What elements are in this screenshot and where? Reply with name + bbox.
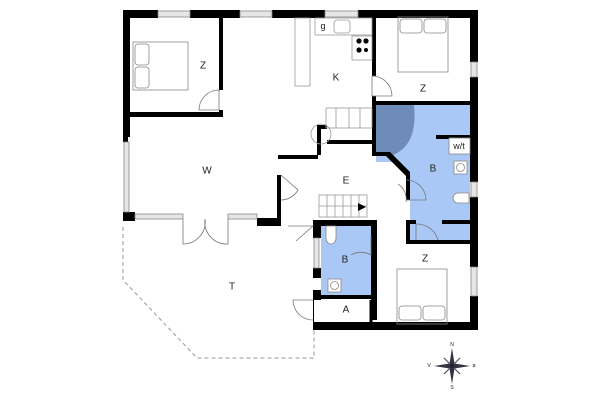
bathroom-fixtures xyxy=(325,137,471,293)
stair-arrow-icon xyxy=(358,203,366,211)
compass-south: S xyxy=(450,385,454,391)
terrace-outline xyxy=(122,227,315,359)
room-label-bathroom-large: B xyxy=(429,163,437,175)
compass-west: V xyxy=(427,363,431,369)
beds xyxy=(132,16,449,325)
windows xyxy=(123,10,478,297)
kitchen-fixtures xyxy=(294,17,373,145)
compass-icon xyxy=(434,348,470,384)
stove-burners xyxy=(356,38,369,53)
wc-label: w/t xyxy=(453,141,465,151)
doors xyxy=(182,75,439,321)
kitchen-fixture-label: g xyxy=(320,21,326,31)
shower-area xyxy=(376,105,415,155)
compass-north: N xyxy=(450,342,454,348)
room-label-kitchen: K xyxy=(332,72,340,84)
room-label-bathroom-small: B xyxy=(341,254,349,266)
room-label-terrace: T xyxy=(228,281,236,293)
room-label-storage: A xyxy=(342,304,350,316)
room-label-entrance: E xyxy=(342,175,350,187)
room-label-bedroom-ne: Z xyxy=(419,83,427,95)
compass-east: ø xyxy=(472,363,476,369)
room-label-bedroom-nw: Z xyxy=(199,60,207,72)
room-label-living: W xyxy=(202,165,212,177)
room-label-bedroom-se: Z xyxy=(421,253,429,265)
